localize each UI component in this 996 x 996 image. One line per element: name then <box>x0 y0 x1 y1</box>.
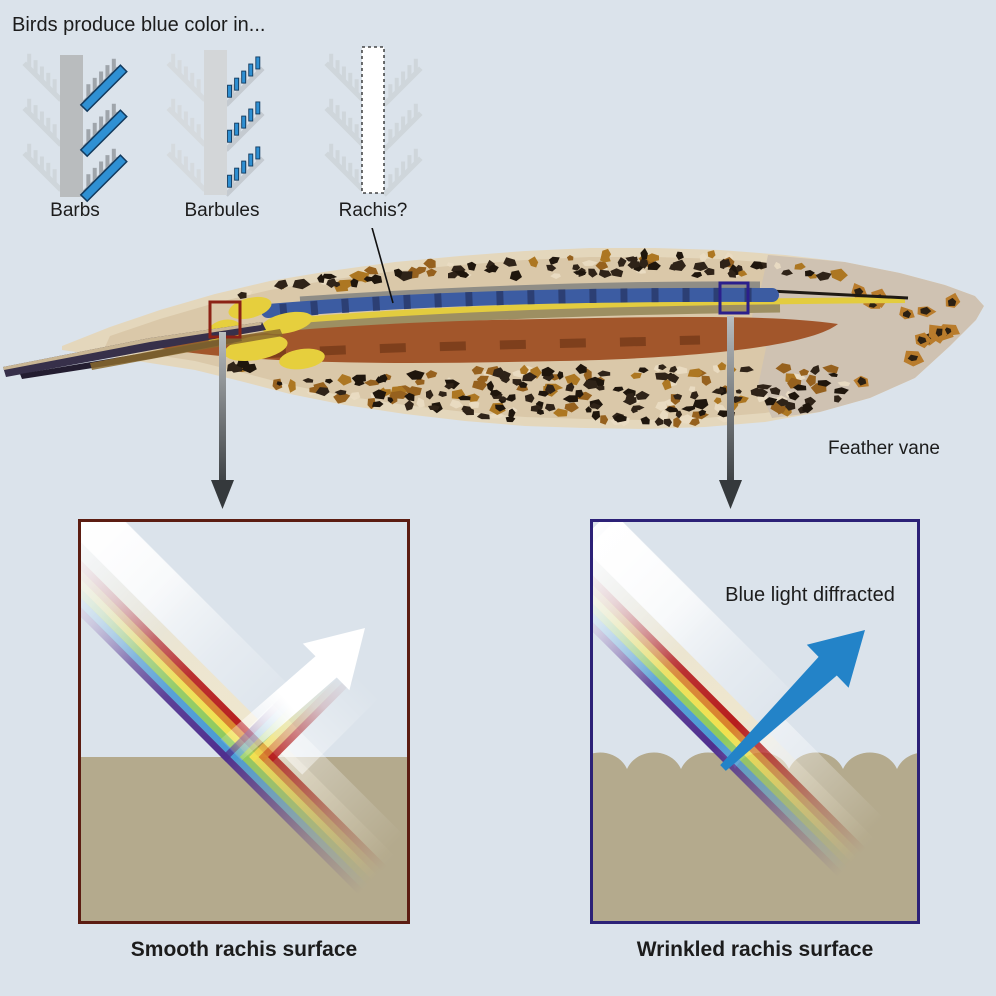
vane-speckles <box>226 248 961 428</box>
blue-light-annotation: Blue light diffracted <box>725 584 895 606</box>
rachis-pointer-line <box>371 228 394 304</box>
rachis-label: Rachis? <box>338 200 408 221</box>
reflected-white-arrow <box>220 628 365 761</box>
rust-blotches <box>259 335 701 359</box>
rachis-icon <box>321 46 426 197</box>
feather-illustration <box>3 228 984 509</box>
rachis-blue-flecks <box>279 287 771 318</box>
diffracted-blue-arrow <box>720 630 865 771</box>
wrinkled-rachis-panel <box>590 519 920 924</box>
inspection-box-right <box>718 281 750 315</box>
gray-stripe <box>299 281 761 304</box>
yellow-stripe <box>299 297 906 323</box>
feather-quill <box>3 322 283 379</box>
rachis-bar <box>60 55 83 197</box>
highlighted-barbs <box>79 64 128 203</box>
dark-edge-line <box>769 289 909 300</box>
barbules-label: Barbules <box>184 200 260 221</box>
smooth-caption: Smooth rachis surface <box>130 938 358 961</box>
incident-light-beam <box>81 522 405 895</box>
wrinkled-caption: Wrinkled rachis surface <box>636 938 874 961</box>
down-arrow-right <box>719 316 742 509</box>
khaki-band <box>279 299 781 332</box>
barbs-label: Barbs <box>50 200 100 221</box>
rachis-bar <box>204 50 227 195</box>
smooth-rachis-diagram <box>81 522 407 921</box>
feather-vane-label: Feather vane <box>828 438 940 459</box>
figure-title: Birds produce blue color in... <box>12 14 266 36</box>
incident-light-beam <box>593 522 884 878</box>
feather-structure-icons <box>19 46 426 203</box>
barbs-icon <box>19 51 128 203</box>
highlighted-rachis-bar <box>361 46 385 194</box>
barbules-icon <box>163 50 268 197</box>
down-arrow-left <box>211 332 234 509</box>
wrinkled-rachis-diagram <box>593 522 917 921</box>
smooth-rachis-panel <box>78 519 410 924</box>
